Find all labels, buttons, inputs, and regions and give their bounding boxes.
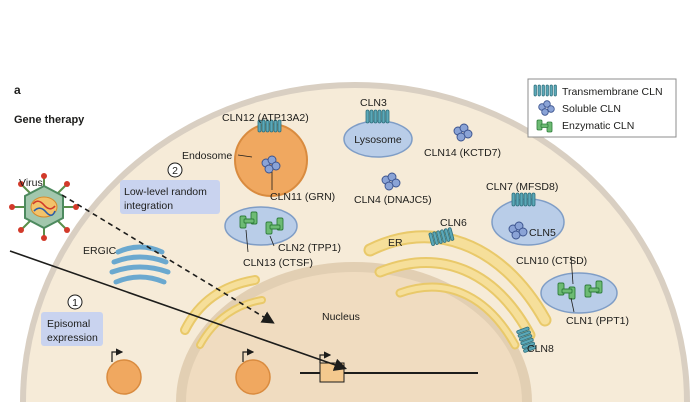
legend-label-transmembrane: Transmembrane CLN	[562, 86, 663, 98]
lysosome-label: Lysosome	[354, 134, 402, 146]
cln6-label: CLN6	[440, 217, 467, 229]
endoplasmic-reticulum: ER	[363, 230, 552, 350]
cln5-label: CLN5	[529, 227, 556, 239]
cln8-transmembrane-icon	[516, 326, 537, 353]
route-1-label-line2: expression	[47, 332, 98, 344]
legend-enzymatic-icon	[536, 119, 553, 133]
endosome-label: Endosome	[182, 150, 232, 162]
cln11-label: CLN11 (GRN)	[270, 191, 335, 203]
cln3-label: CLN3	[360, 97, 387, 109]
integration-route-arrow	[61, 194, 275, 324]
episome-nucleus	[235, 348, 271, 395]
cln10-enzymatic-icon	[584, 280, 603, 298]
legend-label-enzymatic: Enzymatic CLN	[562, 120, 634, 132]
route-2-number: 2	[172, 165, 178, 177]
cln5-vesicle: CLN5 CLN7 (MFSD8)	[486, 181, 565, 246]
cln4-label: CLN4 (DNAJC5)	[354, 194, 432, 206]
cln6-transmembrane-icon	[428, 227, 455, 246]
golgi-cisternae	[180, 275, 266, 349]
route-2-box: 2 Low-level random integration	[120, 162, 220, 214]
panel-letter: a	[14, 83, 21, 97]
episome-cytoplasm	[106, 348, 142, 395]
cln5-soluble-icon	[508, 221, 528, 240]
route-1-box: 1 Episomal expression	[41, 294, 103, 346]
route-1-label-line1: Episomal	[47, 318, 90, 330]
ergic: ERGIC	[83, 244, 171, 285]
endosome: Endosome CLN12 (ATP13A2) CLN11 (GRN)	[182, 112, 335, 203]
cln12-transmembrane-icon	[257, 119, 282, 133]
cln1-label: CLN1 (PPT1)	[566, 315, 629, 327]
cln1-enzymatic-icon	[557, 282, 576, 300]
cln11-soluble-icon	[261, 155, 281, 174]
cln14-soluble-icon	[453, 123, 473, 142]
cln2-cln13-vesicle: CLN2 (TPP1) CLN13 (CTSF)	[224, 206, 341, 269]
transgene-cassette	[319, 362, 345, 383]
route-1-number: 1	[72, 297, 78, 309]
legend-label-soluble: Soluble CLN	[562, 103, 621, 115]
cln7-transmembrane-icon	[511, 192, 536, 207]
lysosome: Lysosome CLN3	[343, 97, 413, 158]
panel-title: Gene therapy	[14, 114, 85, 126]
cln7-label: CLN7 (MFSD8)	[486, 181, 558, 193]
legend-transmembrane-icon	[533, 84, 557, 97]
cln10-label: CLN10 (CTSD)	[516, 255, 587, 267]
route-2-label-line2: integration	[124, 200, 173, 212]
legend: Transmembrane CLN Soluble CLN Enzymatic …	[527, 78, 677, 138]
cln12-label: CLN12 (ATP13A2)	[222, 112, 309, 124]
route-2-label-line1: Low-level random	[124, 186, 207, 198]
cln1-cln10-vesicle: CLN10 (CTSD) CLN1 (PPT1)	[516, 255, 629, 327]
cln13-enzymatic-icon	[239, 211, 258, 229]
cln2-enzymatic-icon	[265, 217, 284, 235]
episomal-route-arrow	[9, 250, 348, 371]
nucleus-label: Nucleus	[322, 311, 360, 323]
ergic-label: ERGIC	[83, 245, 117, 257]
virus-label: Virus	[19, 177, 43, 189]
cln4-soluble-icon	[381, 172, 401, 191]
cln2-label: CLN2 (TPP1)	[278, 242, 341, 254]
er-label: ER	[388, 237, 403, 249]
legend-soluble-icon	[538, 100, 555, 116]
cln13-label: CLN13 (CTSF)	[243, 257, 313, 269]
cln3-transmembrane-icon	[365, 109, 390, 124]
cln14-label: CLN14 (KCTD7)	[424, 147, 501, 159]
cln8-label: CLN8	[527, 343, 554, 355]
nucleoplasm	[186, 272, 522, 402]
virus: Virus	[9, 173, 79, 241]
